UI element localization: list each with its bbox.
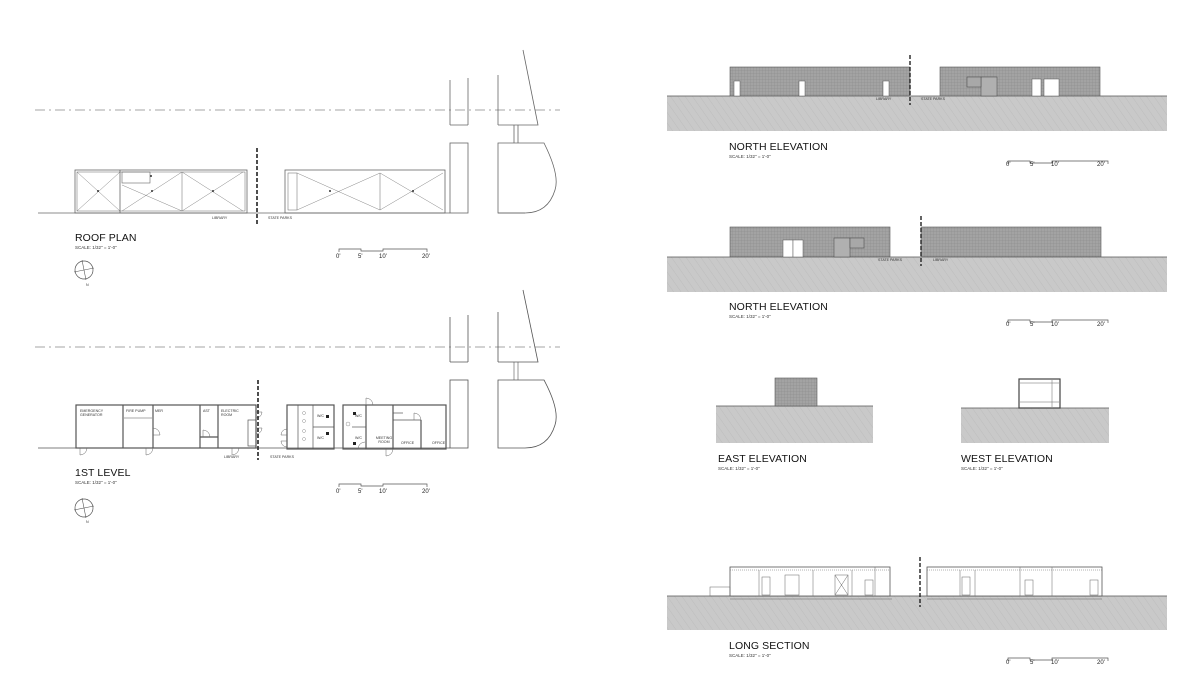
scale-bar-5: 5' — [1030, 660, 1035, 666]
label-library: LIBRARY — [224, 455, 240, 459]
label-library: LIBRARY — [876, 97, 892, 101]
room-electric-room: ELECTRIC ROOM — [221, 409, 239, 417]
scale-bar-5: 5' — [358, 254, 363, 260]
north-elevation-2-title: NORTH ELEVATION — [729, 301, 828, 313]
first-level-linework — [35, 289, 560, 519]
room-office-2: OFFICE — [432, 441, 446, 445]
label-library: LIBRARY — [212, 216, 228, 220]
first-level-scale: SCALE: 1/32" = 1'-0" — [75, 480, 117, 485]
room-office-1: OFFICE — [401, 441, 415, 445]
roof-plan-title: ROOF PLAN — [75, 232, 137, 244]
scale-bar-5: 5' — [358, 489, 363, 495]
room-wc-3: W/C — [355, 414, 362, 418]
east-elevation-scale: SCALE: 1/32" = 1'-0" — [718, 466, 760, 471]
first-level-title: 1ST LEVEL — [75, 467, 131, 479]
room-fire-pump: FIRE PUMP — [126, 409, 146, 413]
long-section-scale: SCALE: 1/32" = 1'-0" — [729, 653, 771, 658]
label-state-parks: STATE PARKS — [268, 216, 292, 220]
room-wc-2: W/C — [317, 436, 324, 440]
west-elevation-linework — [961, 378, 1109, 443]
scale-bar-10: 10' — [379, 254, 387, 260]
label-state-parks: STATE PARKS — [878, 258, 902, 262]
scale-bar-line — [1007, 319, 1109, 323]
scale-bar-20: 20' — [1097, 660, 1105, 666]
west-elevation-title: WEST ELEVATION — [961, 453, 1053, 465]
room-wc-4: W/C — [355, 436, 362, 440]
scale-bar-0: 0' — [336, 489, 341, 495]
scale-bar-0: 0' — [1006, 660, 1011, 666]
scale-bar-0: 0' — [336, 254, 341, 260]
scale-bar-10: 10' — [1051, 322, 1059, 328]
scale-bar-5: 5' — [1030, 162, 1035, 168]
room-meeting-room: MEETING ROOM — [375, 436, 393, 444]
scale-bar-20: 20' — [422, 254, 430, 260]
north-elevation-1-title: NORTH ELEVATION — [729, 141, 828, 153]
scale-bar-20: 20' — [1097, 322, 1105, 328]
roof-plan-linework — [35, 49, 560, 281]
scale-bar-20: 20' — [422, 489, 430, 495]
label-state-parks: STATE PARKS — [270, 455, 294, 459]
scale-bar-0: 0' — [1006, 162, 1011, 168]
room-emergency-generator: EMERGENCY GENERATOR — [80, 409, 104, 417]
scale-bar-0: 0' — [1006, 322, 1011, 328]
west-elevation-scale: SCALE: 1/32" = 1'-0" — [961, 466, 1003, 471]
room-ast: AST — [203, 409, 210, 413]
north-arrow-label: N — [86, 520, 89, 524]
label-state-parks: STATE PARKS — [921, 97, 945, 101]
scale-bar-line — [1007, 160, 1109, 164]
room-mer: MER — [155, 409, 163, 413]
long-section-linework — [667, 557, 1167, 630]
north-elevation-2-linework — [667, 216, 1167, 292]
north-arrow-label: N — [86, 283, 89, 287]
scale-bar-20: 20' — [1097, 162, 1105, 168]
scale-bar-5: 5' — [1030, 322, 1035, 328]
roof-plan-scale: SCALE: 1/32" = 1'-0" — [75, 245, 117, 250]
scale-bar-10: 10' — [379, 489, 387, 495]
scale-bar-line — [1007, 657, 1109, 661]
scale-bar-10: 10' — [1051, 162, 1059, 168]
scale-bar-10: 10' — [1051, 660, 1059, 666]
long-section-title: LONG SECTION — [729, 640, 810, 652]
east-elevation-linework — [716, 377, 873, 443]
room-wc-1: W/C — [317, 414, 324, 418]
east-elevation-title: EAST ELEVATION — [718, 453, 807, 465]
north-elevation-1-linework — [667, 55, 1167, 131]
label-library: LIBRARY — [933, 258, 949, 262]
north-elevation-1-scale: SCALE: 1/32" = 1'-0" — [729, 154, 771, 159]
north-elevation-2-scale: SCALE: 1/32" = 1'-0" — [729, 314, 771, 319]
